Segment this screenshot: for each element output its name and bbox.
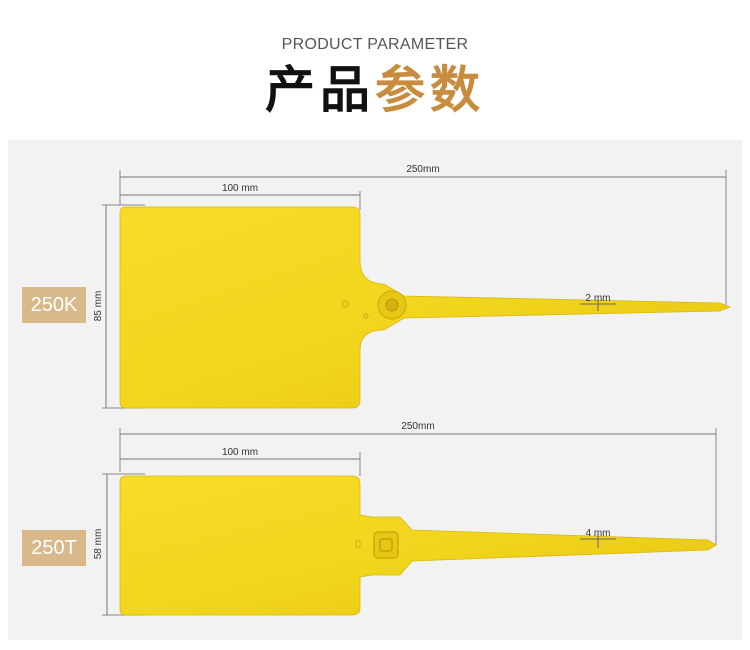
dimension-strap-250k: 2 mm	[580, 293, 616, 311]
tag-body-250k	[119, 206, 732, 409]
lock-hole-250k	[385, 298, 399, 312]
dimension-length-250t: 250mm	[119, 421, 717, 545]
strap-label-250t: 4 mm	[586, 528, 611, 539]
height-label-250k: 85 mm	[93, 291, 104, 322]
model-label-250k: 250K	[22, 287, 86, 323]
dimension-strap-250t: 4 mm	[580, 528, 616, 548]
dimension-length-250k: 250mm	[119, 164, 727, 305]
model-label-250t: 250T	[22, 530, 86, 566]
dimension-width-250t: 100 mm	[120, 447, 361, 476]
length-label-250k: 250mm	[406, 164, 439, 175]
dimension-width-250k: 100 mm	[120, 183, 361, 210]
length-label-250t: 250mm	[401, 421, 434, 432]
strap-label-250k: 2 mm	[586, 293, 611, 304]
width-label-250t: 100 mm	[222, 447, 258, 458]
header-subtitle: PRODUCT PARAMETER	[281, 36, 469, 53]
page-title: 产品参数	[0, 60, 750, 120]
tag-250k: 250mm 100 mm 85 mm 2 mm	[93, 164, 732, 409]
width-label-250k: 100 mm	[222, 183, 258, 194]
page-title-part2: 参数	[375, 62, 485, 118]
lock-slot-250t	[379, 538, 393, 552]
tag-body-250t	[119, 475, 717, 616]
lock-head-250t	[373, 531, 399, 559]
height-label-250t: 58 mm	[93, 529, 104, 560]
tag-250t: 250mm 100 mm 58 mm 4 mm	[93, 421, 717, 616]
page-title-part1: 产品	[265, 62, 375, 118]
